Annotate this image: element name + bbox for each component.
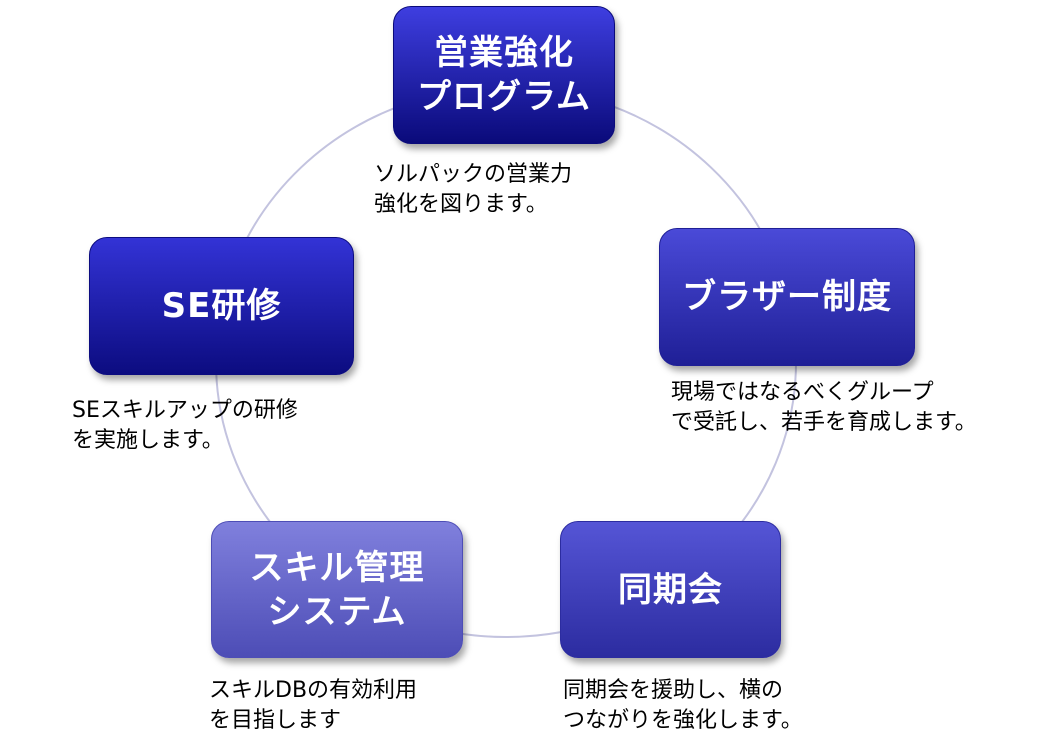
sales-program-label: 営業強化 プログラム [417,33,591,117]
se-training-label: SE研修 [161,286,282,326]
se-training-node: SE研修 [89,237,354,375]
brother-system-node: ブラザー制度 [659,228,915,366]
se-training-caption: SEスキルアップの研修 を実施します。 [72,398,298,453]
peer-group-caption: 同期会を援助し、横の つながりを強化します。 [563,678,803,733]
sales-program-node: 営業強化 プログラム [393,6,615,144]
brother-system-label: ブラザー制度 [682,277,892,317]
peer-group-label: 同期会 [618,569,723,610]
sales-program-caption: ソルパックの営業力 強化を図ります。 [374,162,573,217]
skill-management-caption: スキルDBの有効利用 を目指します [209,678,418,733]
brother-system-caption: 現場ではなるべくグループ で受託し、若手を育成します。 [671,380,977,435]
peer-group-node: 同期会 [560,521,781,658]
skill-management-label: スキル管理 システム [249,547,425,632]
skill-management-node: スキル管理 システム [211,521,463,658]
